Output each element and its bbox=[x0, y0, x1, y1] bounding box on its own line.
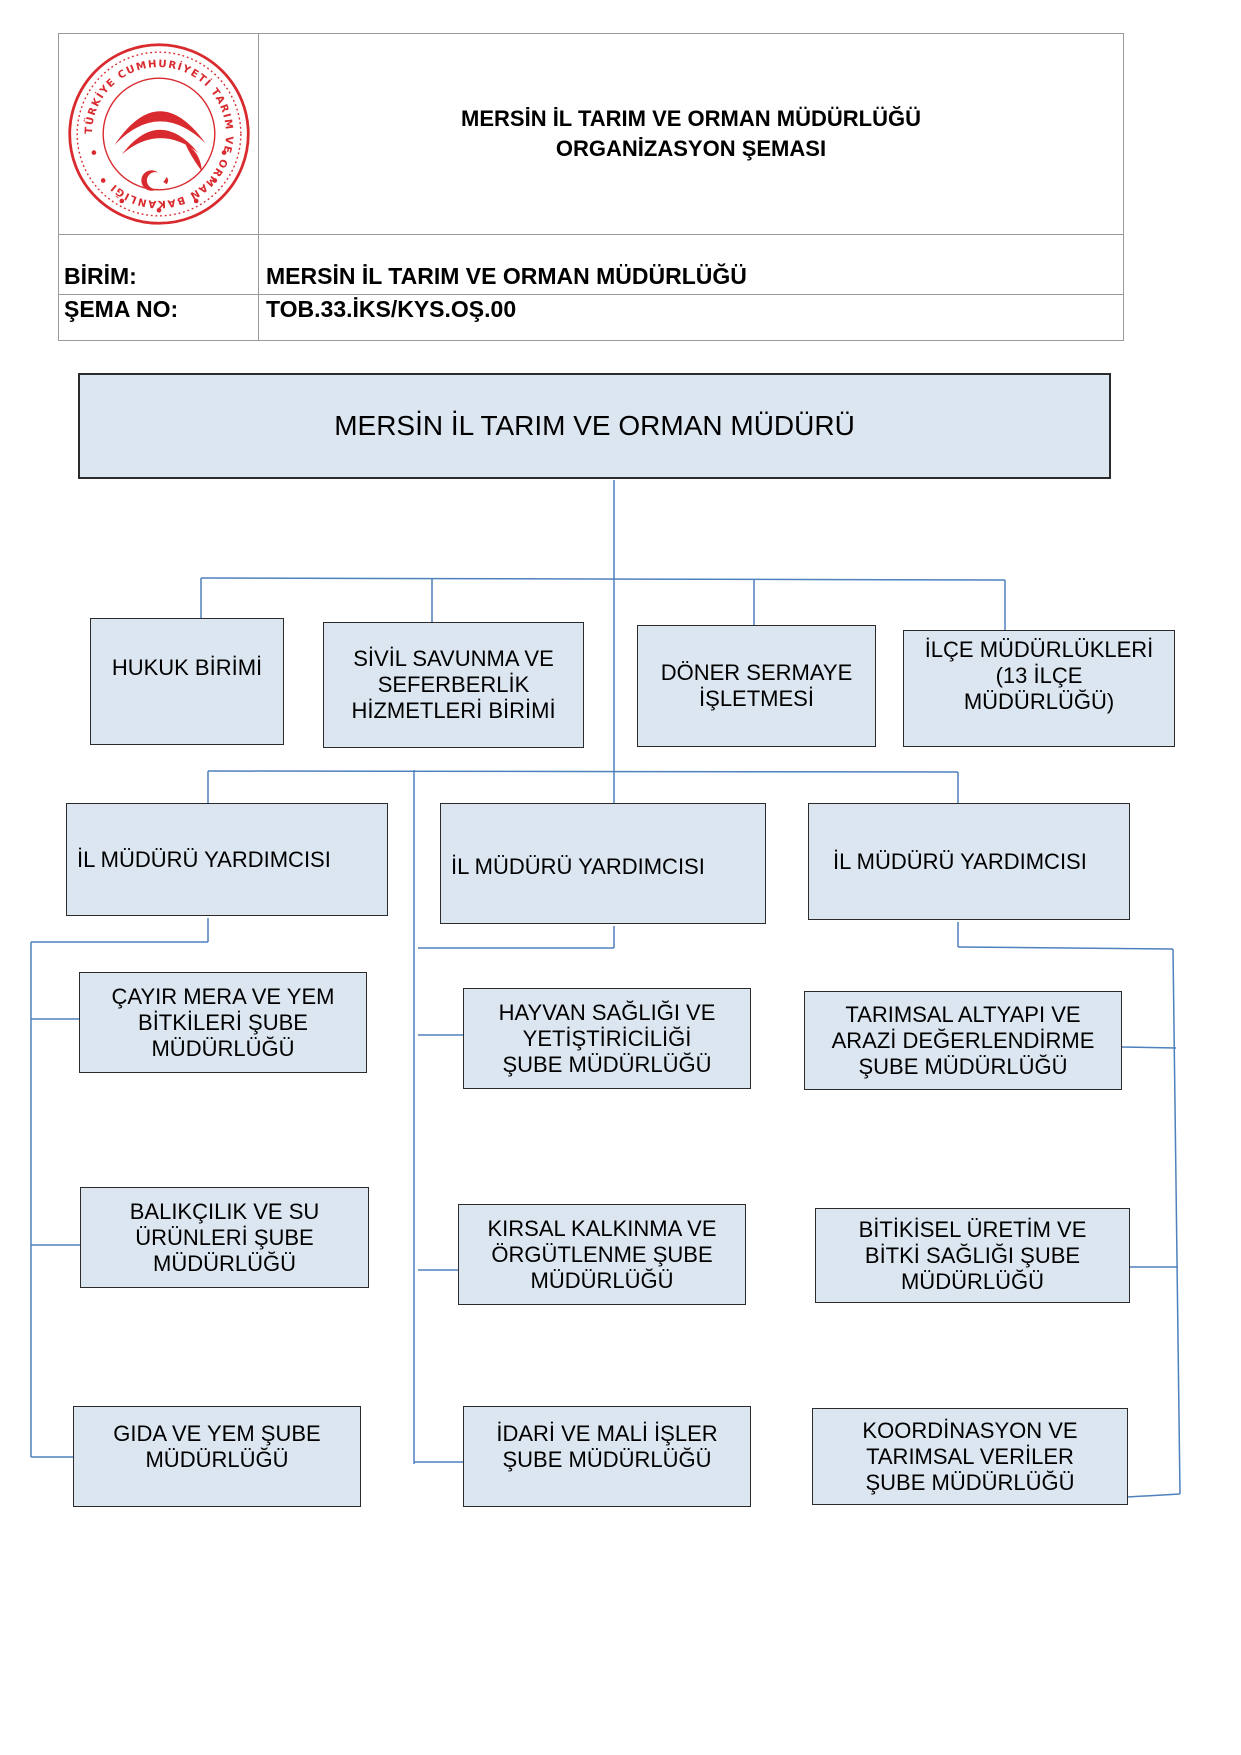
ministry-seal-icon: TÜRKİYE CUMHURİYETİ TARIM VE ORMAN BAKAN… bbox=[68, 43, 250, 225]
unit-label-sivil-savunma: SİVİL SAVUNMA VE SEFERBERLİK HİZMETLERİ … bbox=[351, 646, 556, 723]
unit-box-doner-sermaye: DÖNER SERMAYE İŞLETMESİ bbox=[637, 625, 876, 747]
branch-box-balikcilik: BALIKÇILIK VE SU ÜRÜNLERİ ŞUBE MÜDÜRLÜĞÜ bbox=[80, 1187, 369, 1288]
branch-box-bitkisel-uretim: BİTİKİSEL ÜRETİM VE BİTKİ SAĞLIĞI ŞUBE M… bbox=[815, 1208, 1130, 1303]
branch-label-cayir-mera: ÇAYIR MERA VE YEM BİTKİLERİ ŞUBE MÜDÜRLÜ… bbox=[111, 983, 335, 1061]
deputy-box-2: İL MÜDÜRÜ YARDIMCISI bbox=[440, 803, 766, 924]
branch-label-idari-mali: İDARİ VE MALİ İŞLER ŞUBE MÜDÜRLÜĞÜ bbox=[496, 1421, 718, 1472]
branch-label-tarimsal-altyapi: TARIMSAL ALTYAPI VE ARAZİ DEĞERLENDİRME … bbox=[831, 1001, 1095, 1079]
birim-value: MERSİN İL TARIM VE ORMAN MÜDÜRLÜĞÜ bbox=[266, 263, 747, 289]
branch-box-kirsal-kalkinma: KIRSAL KALKINMA VE ÖRGÜTLENME ŞUBE MÜDÜR… bbox=[458, 1204, 746, 1305]
branch-box-gida-yem: GIDA VE YEM ŞUBE MÜDÜRLÜĞÜ bbox=[73, 1406, 361, 1507]
branch-box-tarimsal-altyapi: TARIMSAL ALTYAPI VE ARAZİ DEĞERLENDİRME … bbox=[804, 991, 1122, 1090]
branch-label-kirsal-kalkinma: KIRSAL KALKINMA VE ÖRGÜTLENME ŞUBE MÜDÜR… bbox=[487, 1215, 717, 1293]
branch-box-idari-mali: İDARİ VE MALİ İŞLER ŞUBE MÜDÜRLÜĞÜ bbox=[463, 1406, 751, 1507]
deputy-label-1: İL MÜDÜRÜ YARDIMCISI bbox=[77, 846, 331, 872]
header-divider-vertical bbox=[258, 33, 259, 341]
deputy-label-2: İL MÜDÜRÜ YARDIMCISI bbox=[451, 854, 705, 879]
director-box: MERSİN İL TARIM VE ORMAN MÜDÜRÜ bbox=[78, 373, 1111, 479]
unit-label-hukuk: HUKUK BİRİMİ bbox=[111, 655, 263, 680]
header-divider-1 bbox=[58, 234, 1124, 235]
header-title-line2: ORGANİZASYON ŞEMASI bbox=[555, 135, 827, 161]
unit-box-hukuk: HUKUK BİRİMİ bbox=[90, 618, 284, 745]
unit-label-doner-sermaye: DÖNER SERMAYE İŞLETMESİ bbox=[660, 660, 853, 711]
deputy-box-3: İL MÜDÜRÜ YARDIMCISI bbox=[808, 803, 1130, 920]
deputy-box-1: İL MÜDÜRÜ YARDIMCISI bbox=[66, 803, 388, 916]
header-frame bbox=[58, 33, 1124, 341]
sema-no-value: TOB.33.İKS/KYS.OŞ.00 bbox=[266, 296, 517, 322]
header-divider-2 bbox=[58, 294, 1124, 295]
branch-label-koordinasyon: KOORDİNASYON VE TARIMSAL VERİLER ŞUBE MÜ… bbox=[862, 1417, 1078, 1495]
unit-box-sivil-savunma: SİVİL SAVUNMA VE SEFERBERLİK HİZMETLERİ … bbox=[323, 622, 584, 748]
branch-label-balikcilik: BALIKÇILIK VE SU ÜRÜNLERİ ŞUBE MÜDÜRLÜĞÜ bbox=[129, 1198, 320, 1276]
branch-box-hayvan-sagligi: HAYVAN SAĞLIĞI VE YETİŞTİRİCİLİĞİ ŞUBE M… bbox=[463, 988, 751, 1089]
header-title: MERSİN İL TARIM VE ORMAN MÜDÜRLÜĞÜ ORGAN… bbox=[258, 33, 1124, 234]
branch-label-bitkisel-uretim: BİTİKİSEL ÜRETİM VE BİTKİ SAĞLIĞI ŞUBE M… bbox=[858, 1216, 1087, 1294]
branch-box-koordinasyon: KOORDİNASYON VE TARIMSAL VERİLER ŞUBE MÜ… bbox=[812, 1408, 1128, 1505]
deputy-label-3: İL MÜDÜRÜ YARDIMCISI bbox=[833, 848, 1087, 874]
header-title-line1: MERSİN İL TARIM VE ORMAN MÜDÜRLÜĞÜ bbox=[461, 105, 921, 131]
unit-label-ilce: İLÇE MÜDÜRLÜKLERİ (13 İLÇE MÜDÜRLÜĞÜ) bbox=[924, 637, 1154, 714]
branch-label-gida-yem: GIDA VE YEM ŞUBE MÜDÜRLÜĞÜ bbox=[113, 1421, 321, 1472]
branch-label-hayvan-sagligi: HAYVAN SAĞLIĞI VE YETİŞTİRİCİLİĞİ ŞUBE M… bbox=[498, 999, 716, 1077]
header-table: TÜRKİYE CUMHURİYETİ TARIM VE ORMAN BAKAN… bbox=[58, 33, 1124, 341]
unit-box-ilce: İLÇE MÜDÜRLÜKLERİ (13 İLÇE MÜDÜRLÜĞÜ) bbox=[903, 630, 1175, 747]
birim-label: BİRİM: bbox=[64, 263, 137, 289]
sema-no-label: ŞEMA NO: bbox=[64, 296, 179, 322]
director-label: MERSİN İL TARIM VE ORMAN MÜDÜRÜ bbox=[334, 410, 855, 441]
branch-box-cayir-mera: ÇAYIR MERA VE YEM BİTKİLERİ ŞUBE MÜDÜRLÜ… bbox=[79, 972, 367, 1073]
